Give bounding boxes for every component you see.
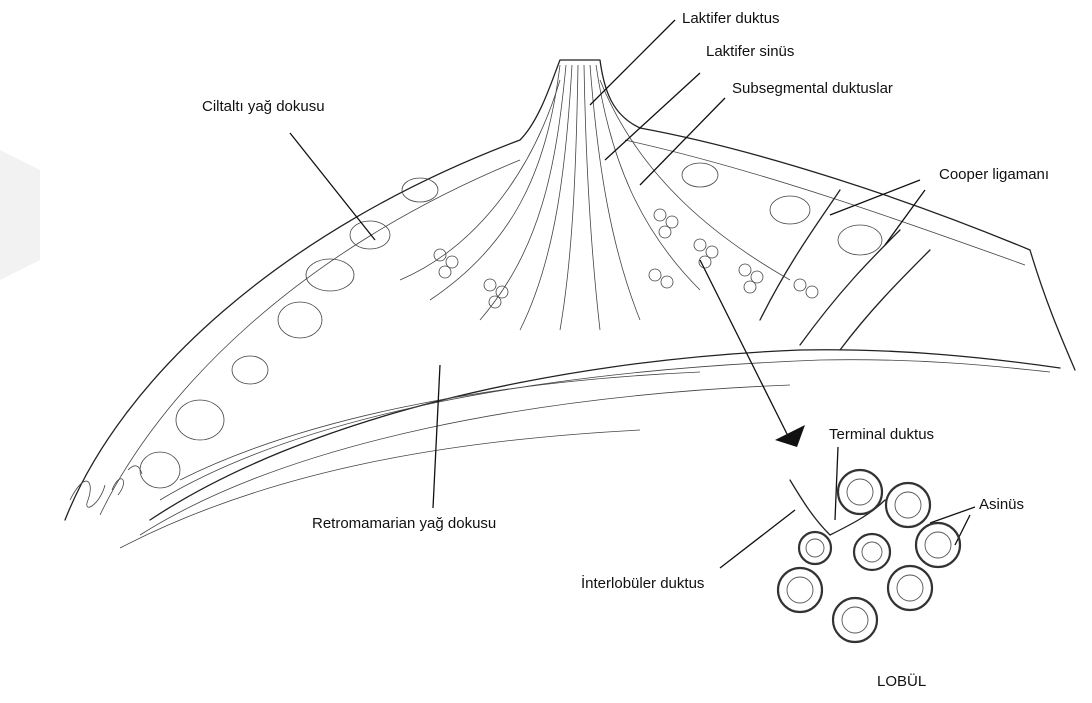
fat-lobules xyxy=(140,163,882,488)
lobule-detail xyxy=(778,470,960,642)
label-terminal-duktus: Terminal duktus xyxy=(825,425,938,445)
label-laktifer-duktus: Laktifer duktus xyxy=(678,9,784,29)
artist-signature xyxy=(70,466,142,507)
label-ciltalti-yag-dokusu: Ciltaltı yağ dokusu xyxy=(198,97,329,117)
arrow-head xyxy=(775,425,805,447)
label-interlobuler-duktus: İnterlobüler duktus xyxy=(577,574,708,594)
label-subsegmental-duktuslar: Subsegmental duktuslar xyxy=(728,79,897,99)
watermark-shape xyxy=(0,150,40,280)
label-lobul: LOBÜL xyxy=(873,672,930,692)
glandular-clusters xyxy=(434,209,818,308)
breast-outline xyxy=(65,60,1075,520)
label-laktifer-sinus: Laktifer sinüs xyxy=(702,42,798,62)
lactiferous-ducts xyxy=(400,65,790,330)
label-asinus: Asinüs xyxy=(975,495,1028,515)
leader-lines xyxy=(290,20,975,568)
label-cooper-ligamani: Cooper ligamanı xyxy=(935,165,1053,185)
label-retromamarian-yag-dokusu: Retromamarian yağ dokusu xyxy=(308,514,500,534)
